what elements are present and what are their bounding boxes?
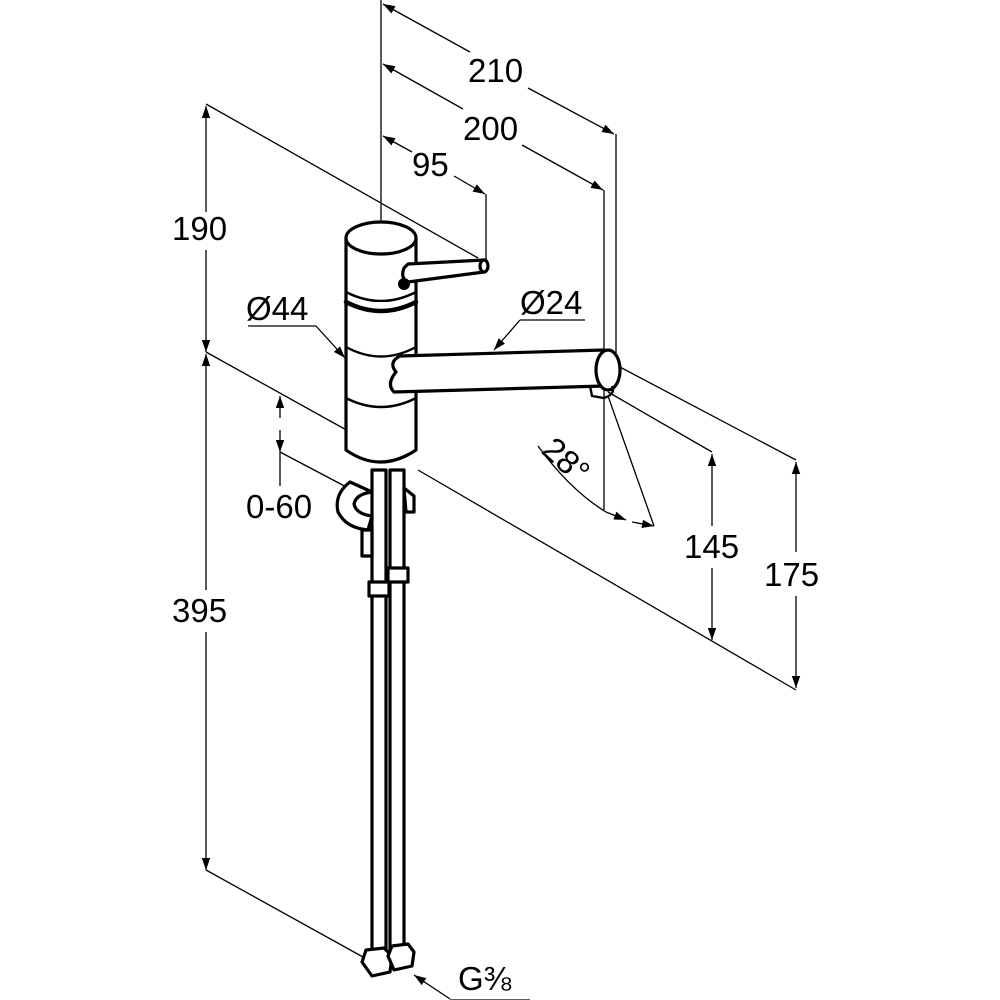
dim-200-line-b (521, 144, 604, 191)
lever-pivot-dot (398, 278, 410, 290)
connection-nut-left (360, 946, 394, 978)
leader-g38-arrow (413, 974, 451, 1000)
spout-outlet (594, 348, 622, 392)
angle-28-arrow-a (605, 511, 627, 521)
ext-deck-line (417, 469, 797, 691)
label-diameter-44: Ø44 (246, 290, 308, 327)
lever-handle (401, 258, 486, 284)
label-190: 190 (172, 210, 227, 247)
leader-24-arrow (493, 319, 521, 351)
label-angle-28: 28° (535, 430, 597, 491)
ext-deck-top (205, 351, 351, 433)
body-top-cap (344, 220, 418, 256)
supply-hoses (367, 468, 410, 962)
hose-ferrule-right (386, 566, 410, 584)
ext-175-top (617, 365, 797, 461)
dim-200-line-a (382, 63, 464, 110)
spout-aerator (588, 385, 615, 400)
dimension-lines (201, 0, 801, 1000)
dim-210-line-b (527, 87, 615, 135)
dimension-labels: 210 200 95 190 Ø44 Ø24 28° 0-60 145 175 … (172, 52, 819, 997)
angle-28-arc (537, 445, 607, 513)
body-ring-2 (343, 299, 419, 314)
body-lower-joint (345, 396, 417, 409)
faucet-body-group (335, 220, 622, 978)
mounting-nut (402, 486, 416, 514)
hose-ferrule-left (367, 580, 391, 598)
leader-44-arrow (315, 325, 346, 359)
connection-nut-right (386, 942, 416, 972)
dim-95-line-a (382, 135, 413, 153)
angle-28-arrow-b (631, 519, 655, 528)
lever-tip (478, 258, 490, 274)
label-175: 175 (764, 556, 819, 593)
hose-left (370, 468, 388, 962)
label-g38: G⅜ (458, 960, 512, 997)
label-0-60: 0-60 (246, 488, 312, 525)
angle-28-line (607, 395, 655, 527)
label-diameter-24: Ø24 (520, 284, 582, 321)
ext-395-bottom (205, 869, 373, 963)
spout (388, 348, 606, 394)
mounting-bracket (335, 480, 374, 532)
hose-right (388, 468, 406, 962)
body-joint-line (345, 345, 417, 358)
label-145: 145 (684, 528, 739, 565)
dim-95-line-b (453, 175, 486, 195)
ext-190-top (205, 103, 479, 259)
label-395: 395 (172, 592, 227, 629)
mounting-stud (360, 528, 374, 558)
dim-210-line-a (382, 3, 471, 53)
label-95: 95 (412, 146, 449, 183)
ext-060-bottom (279, 451, 353, 491)
ext-145-top (607, 391, 713, 453)
body-ring-1 (345, 290, 417, 303)
label-200: 200 (463, 110, 518, 147)
label-210: 210 (468, 52, 523, 89)
